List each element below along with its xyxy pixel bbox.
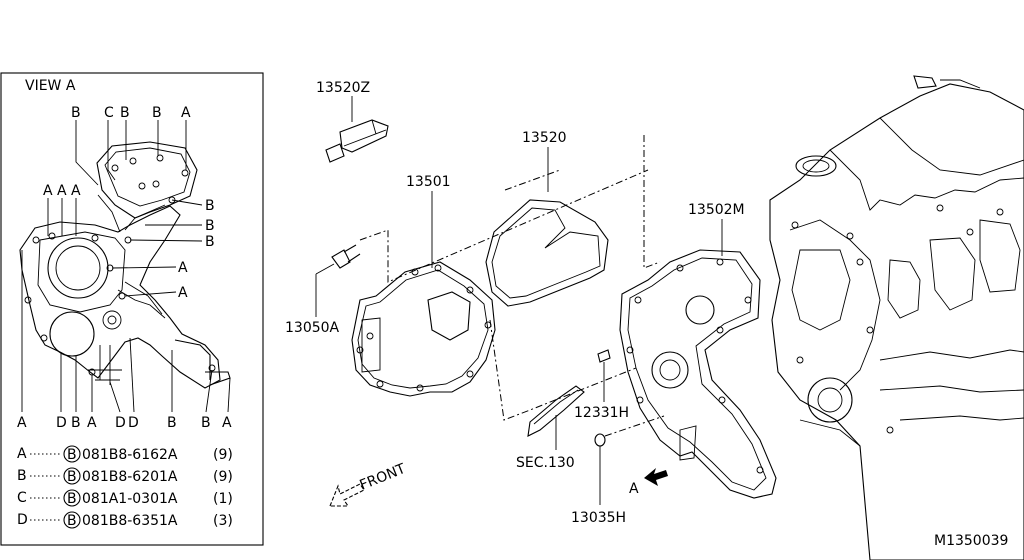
view-a-letter: A xyxy=(178,260,188,276)
view-a-letter: B xyxy=(120,105,130,121)
view-a-letter: A xyxy=(178,285,188,301)
part-label-13050a: 13050A xyxy=(285,320,340,336)
dowel-pin-12331h: 12331H xyxy=(574,349,629,421)
view-a-letter: D xyxy=(56,415,67,431)
view-a-letter: B xyxy=(71,105,81,121)
view-a-letter: D xyxy=(115,415,126,431)
view-a-right-letters: B B B A A xyxy=(178,198,215,301)
front-arrow-icon xyxy=(329,483,365,507)
view-a-letter: B xyxy=(167,415,177,431)
view-a-letter: A xyxy=(222,415,232,431)
legend-circled: B xyxy=(67,447,77,463)
gasket-13520: 13520 xyxy=(485,130,609,307)
legend-key: B xyxy=(17,468,27,484)
legend-part-number: 081B8-6201A xyxy=(82,469,178,485)
part-label-13501: 13501 xyxy=(406,174,451,190)
view-a-letter: B xyxy=(71,415,81,431)
circled-letter-icon xyxy=(63,467,81,485)
legend-row: B B 081B8-6201A (9) xyxy=(17,467,233,485)
circled-letter-icon xyxy=(63,511,81,529)
timing-guide-sec130: SEC.130 xyxy=(516,385,585,471)
view-a-bottom-letters: A D B A D D B B A xyxy=(17,415,232,431)
part-label-13520: 13520 xyxy=(522,130,567,146)
legend-key: A xyxy=(17,446,27,462)
view-arrow-label: A xyxy=(629,481,639,497)
view-a-title: VIEW A xyxy=(25,78,76,94)
part-label-13502m: 13502M xyxy=(688,202,745,218)
view-a-letter: A xyxy=(17,415,27,431)
circled-letter-icon xyxy=(63,445,81,463)
view-a-letter: A xyxy=(181,105,191,121)
assembly-lines xyxy=(359,135,665,437)
view-a-letter: A xyxy=(87,415,97,431)
view-a-letter: B xyxy=(205,234,215,250)
view-a-letter: B xyxy=(201,415,211,431)
legend-key: C xyxy=(17,490,27,506)
legend-circled: B xyxy=(67,513,77,529)
legend-qty: (9) xyxy=(213,447,233,463)
view-a-letter: B xyxy=(205,198,215,214)
bolt-legend: A B 081B8-6162A (9) B B 081B8-6201A (9) … xyxy=(17,445,233,529)
legend-part-number: 081B8-6351A xyxy=(82,513,178,529)
view-a-letter: C xyxy=(104,105,114,121)
engine-block-drawing xyxy=(769,75,1024,560)
rear-cover-13502m: 13502M xyxy=(619,202,777,499)
view-a-left-letters: A A A xyxy=(43,183,81,199)
part-label-13520z: 13520Z xyxy=(316,80,370,96)
legend-circled: B xyxy=(67,469,77,485)
legend-qty: (1) xyxy=(213,491,233,507)
view-a-panel: VIEW A xyxy=(0,72,264,546)
legend-row: A B 081B8-6162A (9) xyxy=(17,445,233,463)
view-a-top-letters: B C B B A xyxy=(71,105,191,121)
view-a-cover-drawing xyxy=(19,141,231,389)
sealant-tube-13520z: 13520Z xyxy=(316,80,389,163)
legend-row: C B 081A1-0301A (1) xyxy=(17,489,233,507)
view-arrow-icon xyxy=(644,468,668,486)
front-indicator: FRONT xyxy=(329,461,409,507)
legend-qty: (3) xyxy=(213,513,233,529)
diagram-id: M1350039 xyxy=(934,533,1008,549)
circled-letter-icon xyxy=(63,489,81,507)
front-cover-13501: 13501 xyxy=(351,174,496,397)
legend-row: D B 081B8-6351A (3) xyxy=(17,511,233,529)
view-a-letter: B xyxy=(152,105,162,121)
view-a-letter: A xyxy=(71,183,81,199)
view-a-indicator: A xyxy=(629,468,668,497)
bolt-13050a: 13050A xyxy=(285,244,361,336)
legend-qty: (9) xyxy=(213,469,233,485)
part-label-12331h: 12331H xyxy=(574,405,629,421)
legend-key: D xyxy=(17,512,28,528)
view-a-letter: A xyxy=(43,183,53,199)
legend-part-number: 081A1-0301A xyxy=(82,491,178,507)
view-a-leaders xyxy=(21,120,231,413)
seal-13035h: 13035H xyxy=(571,433,626,526)
view-a-letter: A xyxy=(57,183,67,199)
view-a-letter: B xyxy=(205,218,215,234)
view-a-letter: D xyxy=(128,415,139,431)
legend-circled: B xyxy=(67,491,77,507)
legend-part-number: 081B8-6162A xyxy=(82,447,178,463)
part-label-sec130: SEC.130 xyxy=(516,455,575,471)
part-label-13035h: 13035H xyxy=(571,510,626,526)
front-label: FRONT xyxy=(358,461,409,494)
